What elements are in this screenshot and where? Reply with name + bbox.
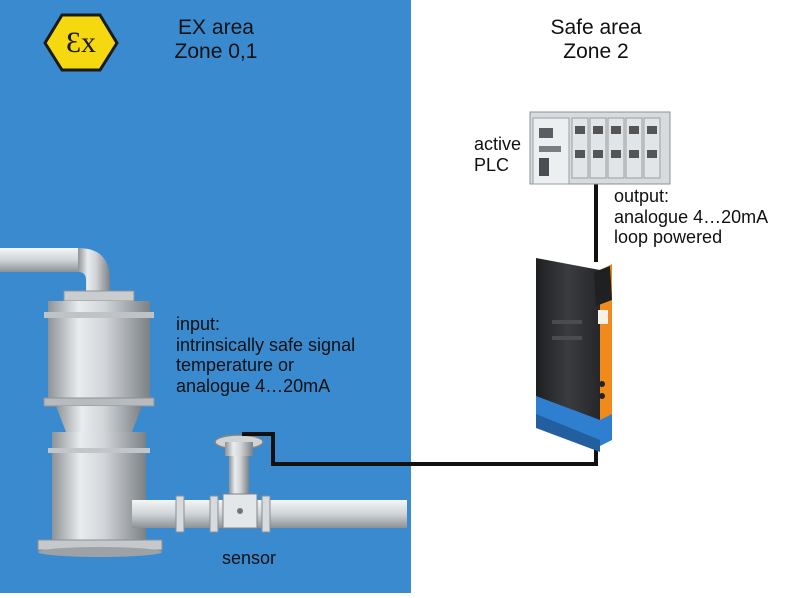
input-line2: intrinsically safe signal [176,334,356,355]
signal-wire [242,432,598,466]
ex-area-title: EX area Zone 0,1 [160,16,272,64]
output-line1: output: [614,186,670,206]
plc-label-line1: active [474,134,522,154]
plc-icon [529,111,671,185]
output-description: output: analogue 4…20mA loop powered [614,186,768,248]
output-line2: analogue 4…20mA [614,206,769,227]
output-line3: loop powered [614,227,723,248]
sensor-label: sensor [222,548,277,568]
safe-area-title: Safe area Zone 2 [532,16,660,64]
sensor-icon [214,434,264,529]
ex-badge-symbol: Ɛx [66,26,96,59]
input-line4: analogue 4…20mA [176,376,331,397]
ex-hazard-icon: Ɛx [43,13,119,72]
ex-area-title-line1: EX area [178,16,254,39]
pipe-system-icon [0,248,407,557]
signal-conditioner-icon [536,258,612,452]
input-description: input: intrinsically safe signal tempera… [176,314,355,397]
input-line1: input: [176,314,221,334]
ex-area-title-line2: Zone 0,1 [174,40,258,64]
plc-label: active PLC [474,134,521,175]
plc-label-line2: PLC [474,154,510,175]
input-line3: temperature or [176,355,295,376]
safe-area-title-line2: Zone 2 [563,40,629,64]
safe-area-title-line1: Safe area [550,16,642,39]
